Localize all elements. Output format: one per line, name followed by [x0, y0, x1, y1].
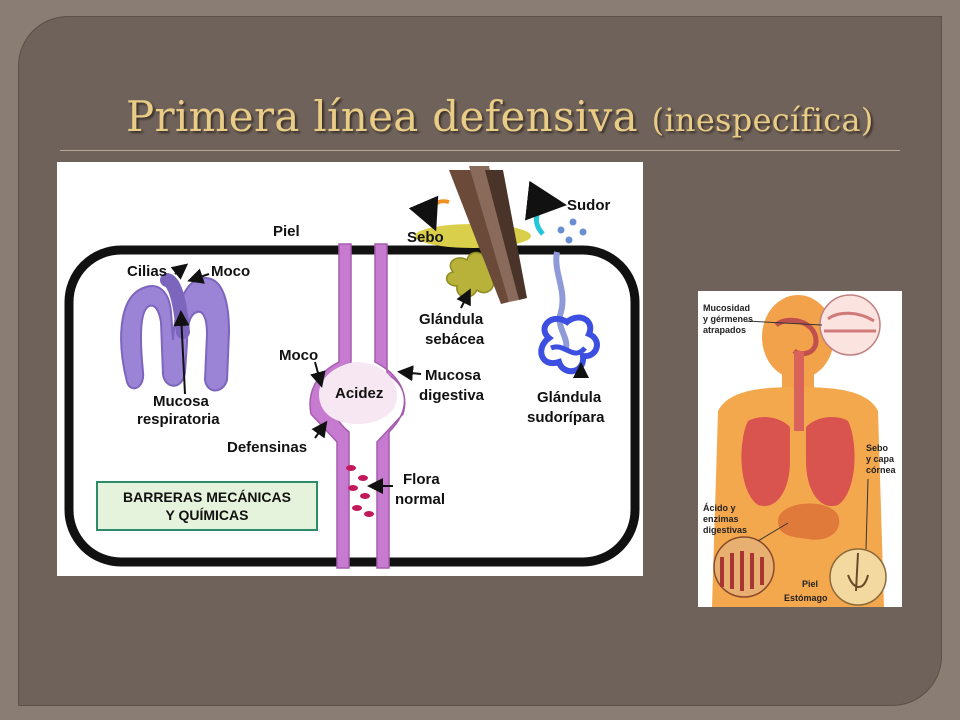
label-moco-respiratory: Moco: [211, 263, 250, 280]
digestive-mucosa-shape: [309, 243, 406, 569]
label-mucosidad-1: Mucosidad: [703, 303, 750, 313]
label-mucosa-dig-1: Mucosa: [425, 367, 482, 384]
label-flora-2: normal: [395, 491, 445, 508]
label-sebo-2: y capa: [866, 454, 895, 464]
label-sebo: Sebo: [407, 229, 444, 246]
label-mucosa-resp-1: Mucosa: [153, 393, 210, 410]
label-sudor: Sudor: [567, 197, 610, 214]
barriers-box: [96, 481, 318, 531]
barriers-diagram: Piel Sebo Sudor Cilias Moco Mucosa respi…: [57, 162, 643, 576]
label-piel: Piel: [273, 223, 300, 240]
barriers-box-line2: Y QUÍMICAS: [166, 507, 249, 523]
label-acido-1: Ácido y: [703, 503, 736, 513]
title-divider: [60, 150, 900, 151]
sebaceous-gland-shape: [408, 166, 531, 304]
body-outline: [64, 245, 640, 567]
label-mucosa-dig-2: digestiva: [419, 387, 485, 404]
pointer-lines: [745, 320, 869, 550]
label-acido-3: digestivas: [703, 525, 747, 535]
label-glandula-sebacea-1: Glándula: [419, 311, 484, 328]
anatomy-diagram: Mucosidad y gérmenes atrapados Sebo y ca…: [698, 291, 902, 607]
barriers-diagram-svg: Piel Sebo Sudor Cilias Moco Mucosa respi…: [64, 166, 640, 569]
label-acido-2: enzimas: [703, 514, 739, 524]
label-sebo-3: córnea: [866, 465, 897, 475]
anatomy-diagram-svg: Mucosidad y gérmenes atrapados Sebo y ca…: [703, 294, 897, 607]
label-estomago: Estómago: [784, 593, 828, 603]
sweat-gland-shape: [524, 180, 600, 374]
label-piel: Piel: [802, 579, 818, 589]
title-sub: (inespecífica): [651, 101, 874, 139]
label-mucosidad-3: atrapados: [703, 325, 746, 335]
label-mucosa-resp-2: respiratoria: [137, 411, 220, 428]
barriers-box-line1: BARRERAS MECÁNICAS: [123, 489, 291, 505]
slide-title: Primera línea defensiva (inespecífica): [126, 92, 874, 141]
label-flora-1: Flora: [403, 471, 440, 488]
label-sebo-1: Sebo: [866, 443, 889, 453]
label-acidez: Acidez: [335, 385, 383, 402]
title-main: Primera línea defensiva: [126, 92, 638, 141]
label-glandula-sudoripara-2: sudorípara: [527, 409, 605, 426]
label-glandula-sebacea-2: sebácea: [425, 331, 485, 348]
label-moco-digestive: Moco: [279, 347, 318, 364]
torso-illustration: [712, 295, 884, 607]
normal-flora-dots: [346, 465, 374, 517]
label-glandula-sudoripara-1: Glándula: [537, 389, 602, 406]
mucus-magnified-circle: [819, 294, 881, 356]
skin-magnified-circle: [829, 548, 887, 606]
respiratory-mucosa-shape: [120, 273, 231, 392]
pointer-arrows: [170, 263, 589, 494]
label-defensinas: Defensinas: [227, 439, 307, 456]
label-cilias: Cilias: [127, 263, 167, 280]
label-mucosidad-2: y gérmenes: [703, 314, 753, 324]
